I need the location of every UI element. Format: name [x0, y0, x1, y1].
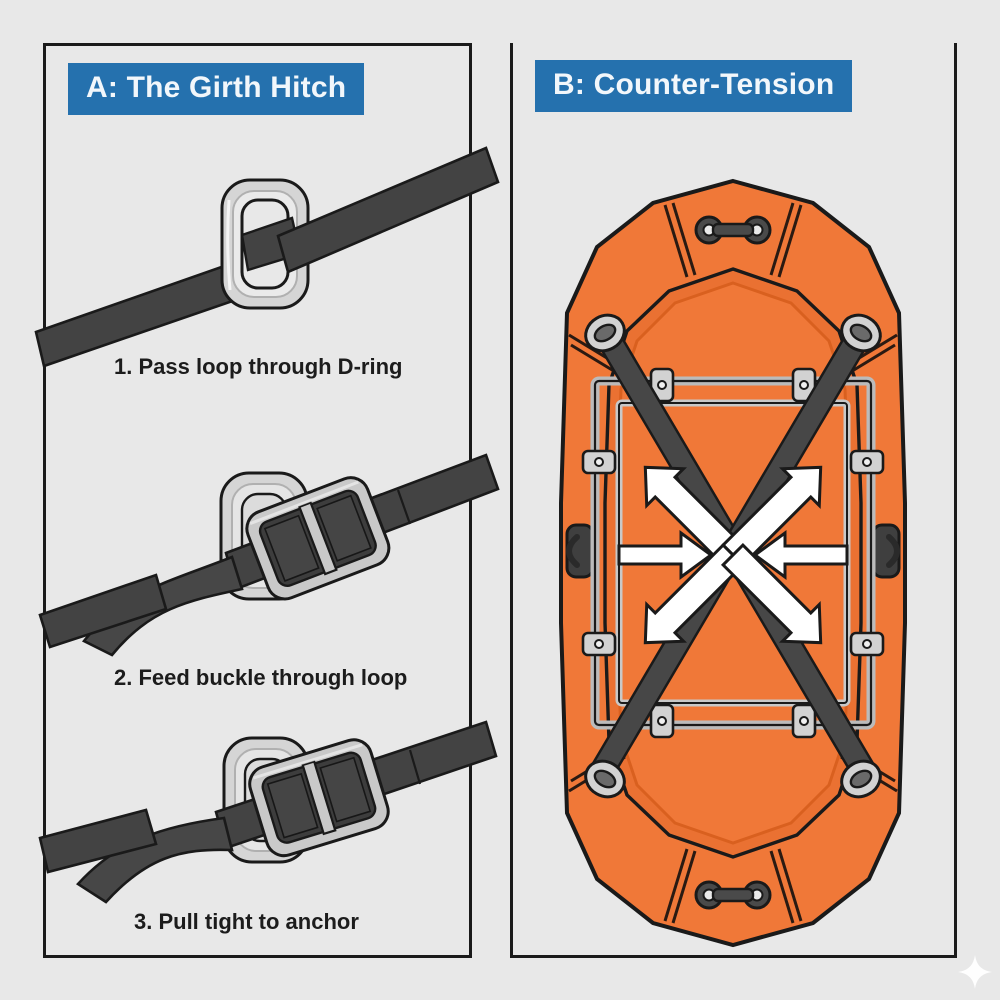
- anchor-ring-top-right: [840, 313, 882, 353]
- cam-buckle: [245, 476, 391, 601]
- strap-tail-end: [38, 573, 168, 649]
- rail-clamp: [581, 631, 617, 657]
- panel-counter-tension: B: Counter-Tension: [510, 43, 957, 958]
- rail-clamp: [649, 703, 675, 739]
- anchor-ring-bottom-left: [584, 759, 626, 799]
- arrow-down-right: [720, 542, 823, 645]
- tension-arrows: [617, 465, 849, 645]
- buckle-center-bar: [297, 501, 338, 576]
- side-d-ring-left: [565, 523, 595, 579]
- corner-anchor-rings: [584, 313, 882, 799]
- boat-illustration: [513, 173, 954, 953]
- strap-tail-end: [38, 808, 158, 874]
- anchor-ring-bottom-right: [840, 759, 882, 799]
- sparkle-icon: [958, 955, 992, 989]
- strap-right-segment: [276, 146, 500, 274]
- side-d-ring-right: [871, 523, 901, 579]
- buckle-center-bar: [301, 760, 337, 836]
- rail-clamp: [849, 449, 885, 475]
- strap-rib: [396, 489, 412, 525]
- anchor-ring-top-left: [584, 313, 626, 353]
- cam-buckle: [248, 738, 390, 858]
- arrow-up-left: [643, 465, 746, 568]
- arrow-up-right: [720, 465, 823, 568]
- sparkle-watermark: [958, 955, 992, 989]
- panel-a-title: A: The Girth Hitch: [68, 63, 365, 115]
- step-1-illustration: [34, 146, 500, 368]
- tow-eye-top: [694, 215, 772, 245]
- step-3-caption: 3. Pull tight to anchor: [134, 909, 359, 934]
- step-2-illustration: [38, 441, 500, 657]
- arrow-inward-left: [752, 530, 849, 580]
- rail-clamp: [849, 631, 885, 657]
- step-3-illustration: [38, 720, 498, 911]
- strap-rib: [408, 749, 422, 785]
- arrow-down-left: [643, 542, 746, 645]
- panel-girth-hitch: A: The Girth Hitch: [34, 43, 500, 958]
- rail-clamp: [581, 449, 617, 475]
- arrow-inward-right: [617, 530, 714, 580]
- step-2-caption: 2. Feed buckle through loop: [114, 665, 408, 690]
- panel-b-title: B: Counter-Tension: [535, 60, 853, 112]
- rail-clamp: [791, 703, 817, 739]
- strap-tail: [76, 816, 234, 904]
- step-1-caption: 1. Pass loop through D-ring: [114, 354, 403, 379]
- tow-eye-bottom: [694, 880, 772, 910]
- rail-clamps: [581, 367, 885, 739]
